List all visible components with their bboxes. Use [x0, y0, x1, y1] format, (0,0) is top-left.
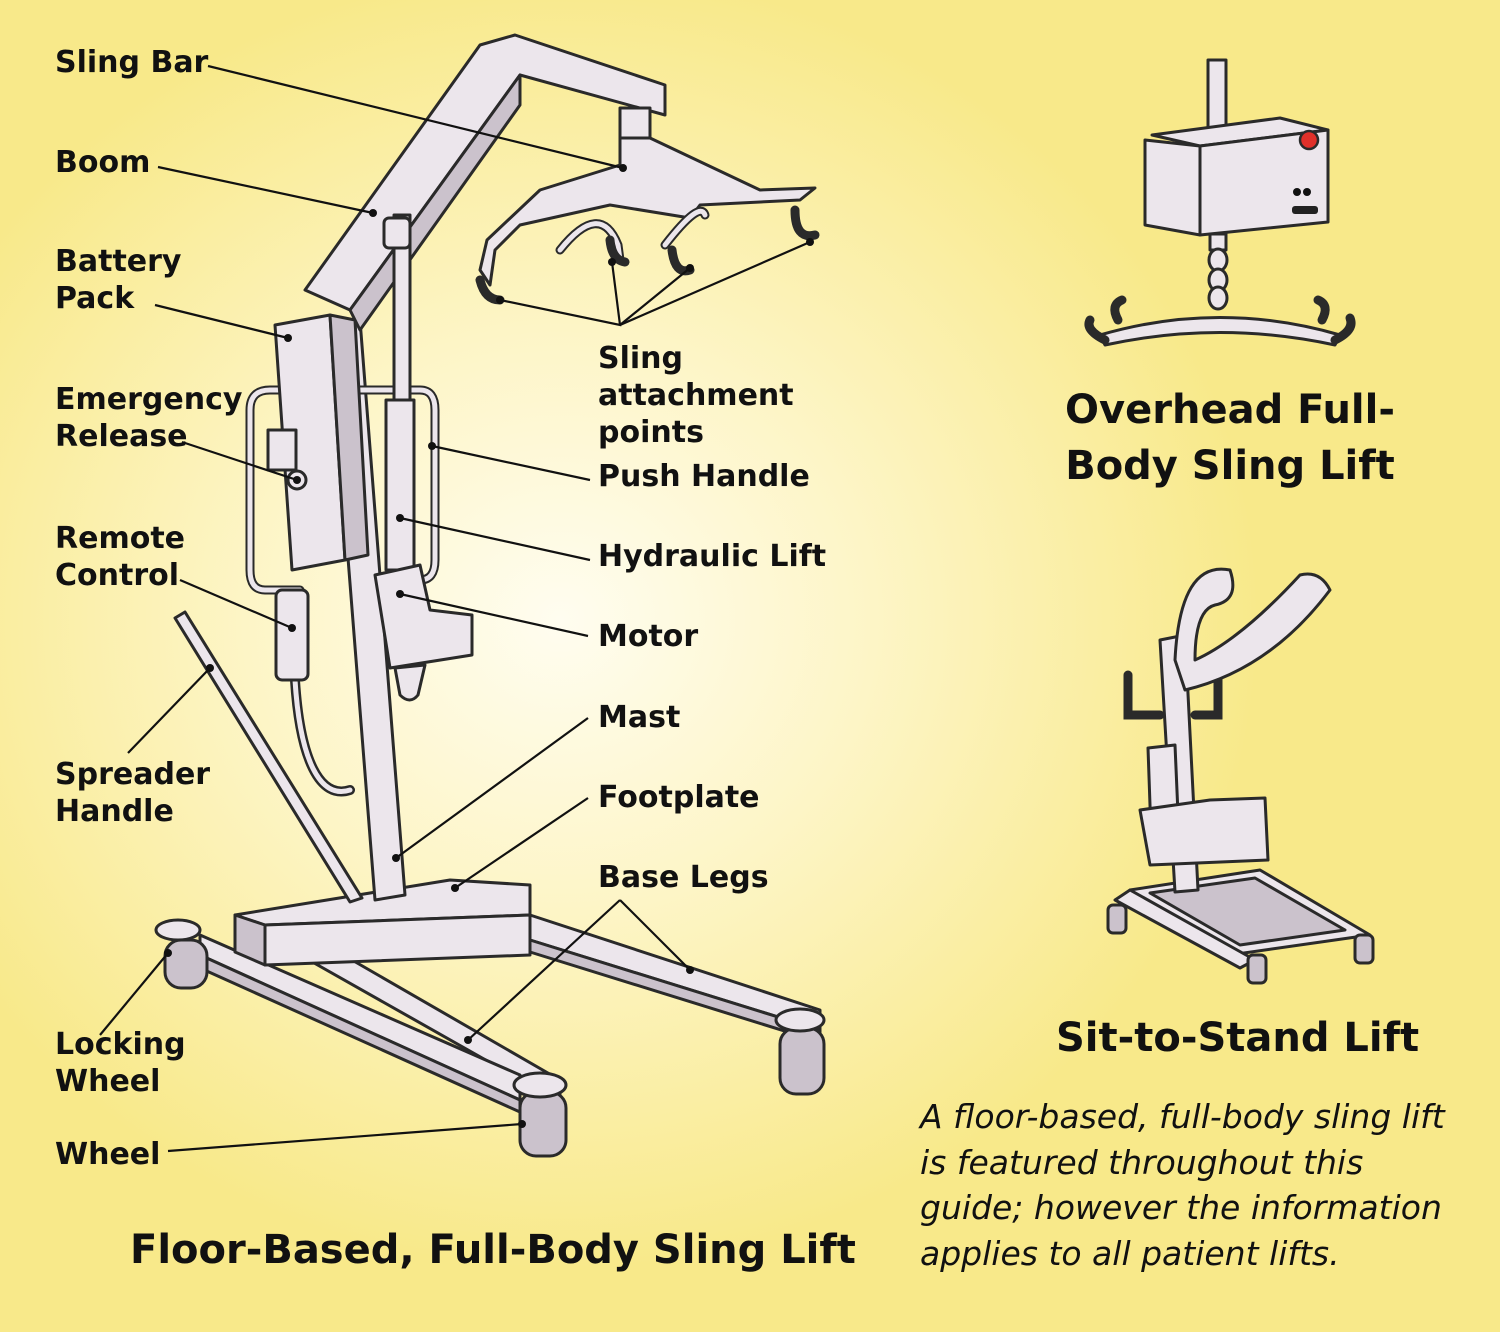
label-push-handle: Push Handle [598, 459, 810, 494]
hydraulic-lift-shape [382, 213, 416, 572]
label-hydraulic-lift: Hydraulic Lift [598, 539, 827, 574]
title-sit-to-stand-lift: Sit-to-Stand Lift [1056, 1015, 1420, 1061]
label-spreader-handle: Spreader Handle [55, 757, 211, 829]
label-emergency-release: Emergency Release [55, 382, 243, 454]
label-battery-pack: Battery Pack [55, 244, 182, 316]
title-overhead-lift: Overhead Full-Body Sling Lift [1065, 387, 1395, 489]
label-base-legs: Base Legs [598, 860, 769, 895]
floor-lift-drawing [154, 33, 826, 1158]
spreader-handle-shape [173, 610, 364, 904]
label-sling-attachment-points: Sling attachment points [598, 341, 794, 450]
chain-icon [1207, 232, 1229, 311]
label-locking-wheel: Locking Wheel [55, 1027, 186, 1099]
title-floor-based-lift: Floor-Based, Full-Body Sling Lift [130, 1227, 856, 1273]
battery-pack-shape [266, 313, 370, 572]
label-motor: Motor [598, 619, 699, 654]
label-footplate: Footplate [598, 780, 760, 815]
label-remote-control: Remote Control [55, 521, 186, 593]
leader-lines [99, 64, 814, 1153]
red-button-icon [1298, 129, 1320, 151]
base-legs-shape [198, 913, 822, 1114]
label-sling-bar: Sling Bar [55, 45, 209, 80]
remote-control-shape [274, 588, 310, 682]
sling-bar-shape [475, 136, 820, 305]
overhead-lift-drawing [1084, 58, 1356, 347]
label-mast: Mast [598, 700, 681, 735]
wheels-shape [154, 918, 826, 1158]
label-boom: Boom [55, 145, 151, 180]
footnote: A floor-based, full-body sling lift is f… [920, 1097, 1445, 1273]
sit-to-stand-drawing [1106, 567, 1375, 985]
label-wheel: Wheel [55, 1137, 161, 1172]
